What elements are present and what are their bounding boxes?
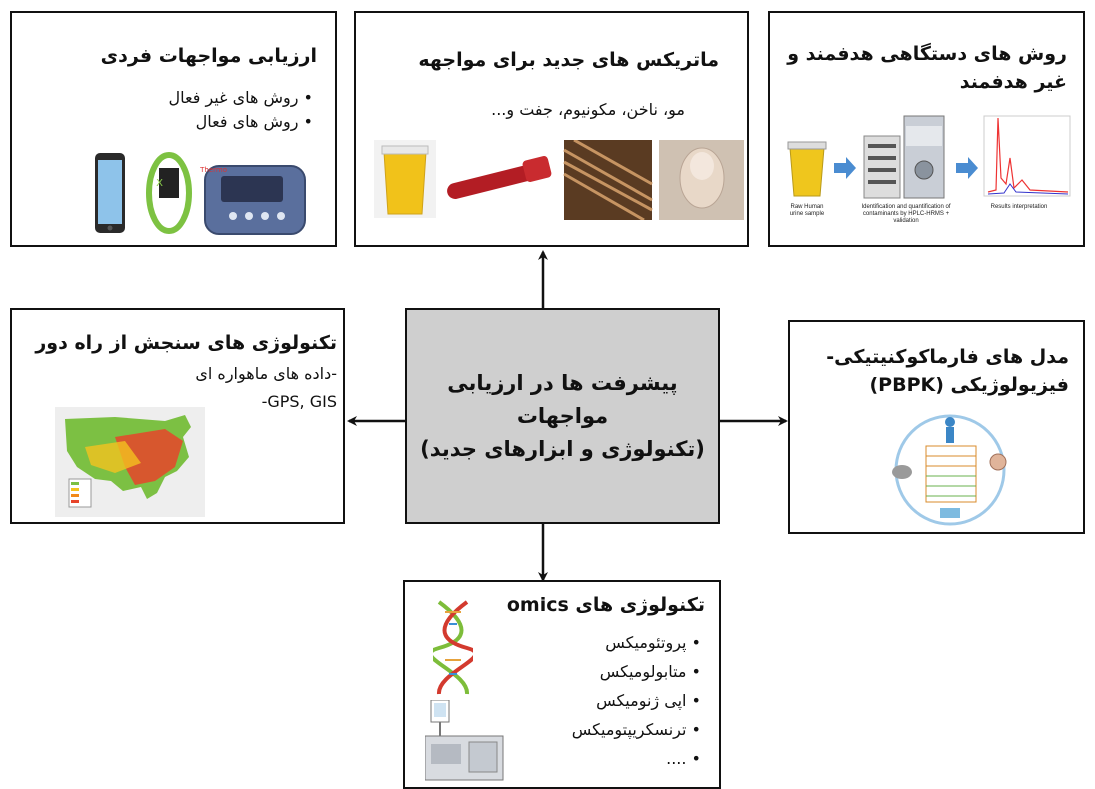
sequencer-instrument-image — [425, 700, 504, 781]
pbpk-title-1: مدل های فارماکوکنیتیکی- — [826, 346, 1069, 368]
hplc-workflow-image — [787, 115, 1071, 199]
caption-raw-urine: Raw Human urine sample — [789, 204, 825, 217]
remote-sensing-line-1: -داده های ماهواره ای — [195, 364, 337, 383]
hair-image — [563, 140, 653, 220]
new-matrices-subtitle: مو، ناخن، مکونیوم، جفت و... — [491, 100, 685, 119]
instrumental-methods-title-1: روش های دستگاهی هدفمند و — [787, 43, 1067, 65]
urine-cup-image — [374, 140, 436, 218]
pbpk-title-2: فیزیولوژیکی (PBPK) — [869, 374, 1069, 396]
new-matrices-box: ماتریکس های جدید برای مواجهه مو، ناخن، م… — [354, 11, 749, 247]
svg-text:X: X — [156, 178, 163, 189]
dna-helix-image — [433, 600, 473, 695]
nail-image — [659, 140, 744, 220]
list-item: متابولومیکس — [572, 657, 701, 686]
pbpk-box: مدل های فارماکوکنیتیکی- فیزیولوژیکی (PBP… — [788, 320, 1085, 534]
list-item: روش های غیر فعال — [169, 86, 314, 110]
list-item: .... — [572, 744, 701, 773]
list-item: اپی ژنومیکس — [572, 686, 701, 715]
list-item: روش های فعال — [169, 110, 314, 134]
instrumental-methods-box: روش های دستگاهی هدفمند و غیر هدفمند Raw … — [768, 11, 1085, 247]
omics-title: تکنولوژی های omics — [506, 594, 705, 616]
list-item: ترنسکریپتومیکس — [572, 715, 701, 744]
wearable-devices-image: X Thermo — [95, 152, 306, 235]
blood-tube-image — [444, 140, 552, 218]
pbpk-model-diagram — [892, 414, 1007, 526]
central-topic-box: پیشرفت ها در ارزیابی مواجهات (تکنولوژی و… — [405, 308, 720, 524]
device-brand-label: Thermo — [199, 166, 227, 174]
new-matrices-title: ماتریکس های جدید برای مواجهه — [418, 49, 719, 71]
caption-identification: Identification and quantification of con… — [861, 204, 951, 224]
individual-exposure-box: ارزیابی مواجهات فردی روش های غیر فعال رو… — [10, 11, 337, 247]
list-item: پروتئومیکس — [572, 628, 701, 657]
central-topic-line-1: پیشرفت ها در ارزیابی — [447, 370, 678, 395]
individual-exposure-title: ارزیابی مواجهات فردی — [100, 45, 317, 67]
caption-results: Results interpretation — [990, 204, 1048, 210]
central-topic-line-2: مواجهات — [516, 403, 609, 428]
remote-sensing-line-2: GPS, GIS- — [261, 392, 337, 411]
instrumental-methods-title-2: غیر هدفمند — [959, 71, 1067, 93]
remote-sensing-title: تکنولوژی های سنجش از راه دور — [35, 332, 337, 354]
omics-box: تکنولوژی های omics پروتئومیکس متابولومیک… — [403, 580, 721, 789]
matrices-images — [374, 140, 744, 220]
central-topic-line-3: (تکنولوژی و ابزارهای جدید) — [420, 436, 705, 461]
individual-exposure-list: روش های غیر فعال روش های فعال — [169, 86, 314, 134]
omics-list: پروتئومیکس متابولومیکس اپی ژنومیکس ترنسک… — [572, 628, 701, 773]
remote-sensing-box: تکنولوژی های سنجش از راه دور -داده های م… — [10, 308, 345, 524]
usa-heatmap-image — [55, 407, 205, 517]
